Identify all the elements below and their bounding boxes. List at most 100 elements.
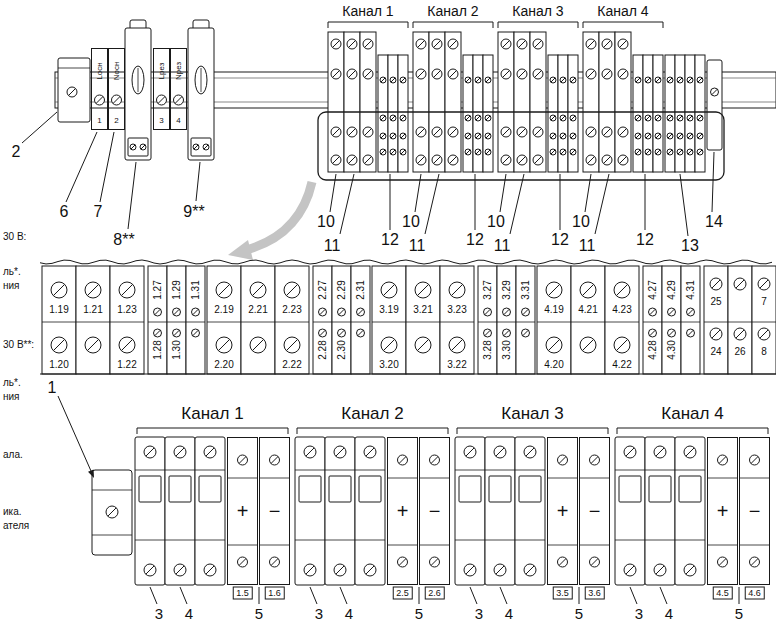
terminal-block [241, 266, 275, 374]
terminal-divider [605, 322, 639, 323]
terminal-screw [586, 69, 596, 79]
terminal-screw-slot [239, 559, 246, 566]
callout-number: 4 [504, 606, 514, 621]
terminal-screw-slot [535, 71, 542, 78]
leader-line [340, 587, 347, 604]
module-edge [135, 540, 165, 541]
narrow-terminal-screw-slot [571, 150, 575, 154]
terminal-screw [416, 69, 426, 79]
fuse-holder-screw [130, 144, 136, 150]
module-screw [157, 95, 167, 105]
narrow-terminal [463, 55, 473, 172]
terminal-screw-slot [239, 457, 246, 464]
narrow-terminal-screw-slot [656, 116, 660, 120]
narrow-terminal-screw [357, 308, 365, 316]
module-screw-slot [366, 566, 374, 574]
terminal-number: 3 [159, 117, 163, 125]
polarity-terminal: −3.6 [579, 437, 610, 585]
narrow-terminal-screw [390, 133, 396, 139]
narrow-terminal-screw [475, 77, 481, 83]
narrow-terminal-screw-slot [561, 116, 565, 120]
channel-label: Канал 4 [596, 4, 649, 18]
narrow-terminal-screw-slot [339, 309, 345, 315]
callout-number: 14 [704, 214, 724, 230]
narrow-terminal-screw [649, 329, 657, 337]
terminal-screw-slot [719, 559, 726, 566]
narrow-terminal-screw [154, 329, 162, 337]
narrow-terminal [568, 55, 578, 172]
surge-module [165, 437, 195, 585]
terminal-screw-slot [616, 339, 627, 350]
terminal-screw [432, 39, 442, 49]
module-edge [645, 470, 675, 471]
fuse-holder-terminal [128, 138, 148, 156]
narrow-terminal [378, 55, 388, 172]
terminal-screw [347, 155, 357, 165]
note-fragment: ль*. [2, 267, 22, 277]
terminal-screw-slot [431, 457, 438, 464]
terminal-screw-slot [365, 129, 372, 136]
terminal-screw [381, 337, 397, 353]
narrow-terminal-screw-slot [486, 134, 490, 138]
terminal-screw-slot [503, 129, 510, 136]
terminal-number: 1.19 [48, 305, 69, 315]
terminal-screw [398, 557, 408, 567]
callout-number: 10 [401, 214, 421, 230]
terminal-screw-slot [588, 157, 595, 164]
narrow-terminal [643, 266, 662, 374]
narrow-terminal-screw [522, 308, 530, 316]
narrow-terminal [313, 266, 332, 374]
polarity-sign: + [397, 501, 409, 521]
fuse-holder-screw [140, 144, 146, 150]
terminal-screw-slot [535, 157, 542, 164]
module-edge [579, 545, 610, 546]
terminal-screw [533, 127, 543, 137]
narrow-terminal-screw-slot [571, 78, 575, 82]
terminal-screw-slot [333, 157, 340, 164]
module-screw [624, 564, 636, 576]
narrow-terminal-screw-slot [401, 116, 405, 120]
breaker-module: Nосн2 [108, 48, 125, 130]
terminal-screw-slot [450, 41, 457, 48]
terminal-divider [42, 322, 76, 323]
module-screw-slot [686, 566, 694, 574]
module-edge [135, 470, 165, 471]
terminal-screw [558, 455, 568, 465]
terminal-screw-slot [548, 339, 559, 350]
terminal-screw [448, 127, 458, 137]
narrow-terminal-screw [465, 149, 471, 155]
terminal-screw-slot [434, 129, 441, 136]
terminal-screw-slot [620, 41, 627, 48]
narrow-terminal-screw [338, 308, 346, 316]
module-screw [654, 564, 666, 576]
narrow-terminal [388, 55, 398, 172]
narrow-terminal-screw [635, 115, 641, 121]
terminal-screw [119, 282, 135, 298]
narrow-terminal-screw [635, 149, 641, 155]
narrow-terminal [351, 266, 370, 374]
terminal-divider [167, 322, 186, 323]
terminal-divider [643, 322, 662, 323]
module-screw-slot [526, 448, 534, 456]
terminal-screw [415, 337, 431, 353]
terminal-screw-slot [451, 284, 462, 295]
terminal-number: 4.27 [648, 279, 658, 300]
callout-number: 3 [634, 606, 644, 621]
terminal-block [328, 32, 344, 172]
polarity-sign: − [589, 501, 601, 521]
terminal-screw [250, 337, 266, 353]
module-screw [494, 564, 506, 576]
terminal-screw-slot [365, 71, 372, 78]
fuse-holder-screw [203, 144, 209, 150]
terminal-tag: 1.5 [232, 587, 253, 600]
narrow-terminal-screw-slot [698, 116, 702, 120]
module-screw [304, 446, 316, 458]
narrow-terminal-screw-slot [174, 330, 180, 336]
narrow-terminal-screw-slot [504, 330, 510, 336]
terminal-tag: 4.5 [712, 587, 733, 600]
narrow-terminal-screw [503, 329, 511, 337]
module-edge [485, 470, 515, 471]
terminal-block [752, 266, 776, 374]
module-screw [464, 446, 476, 458]
